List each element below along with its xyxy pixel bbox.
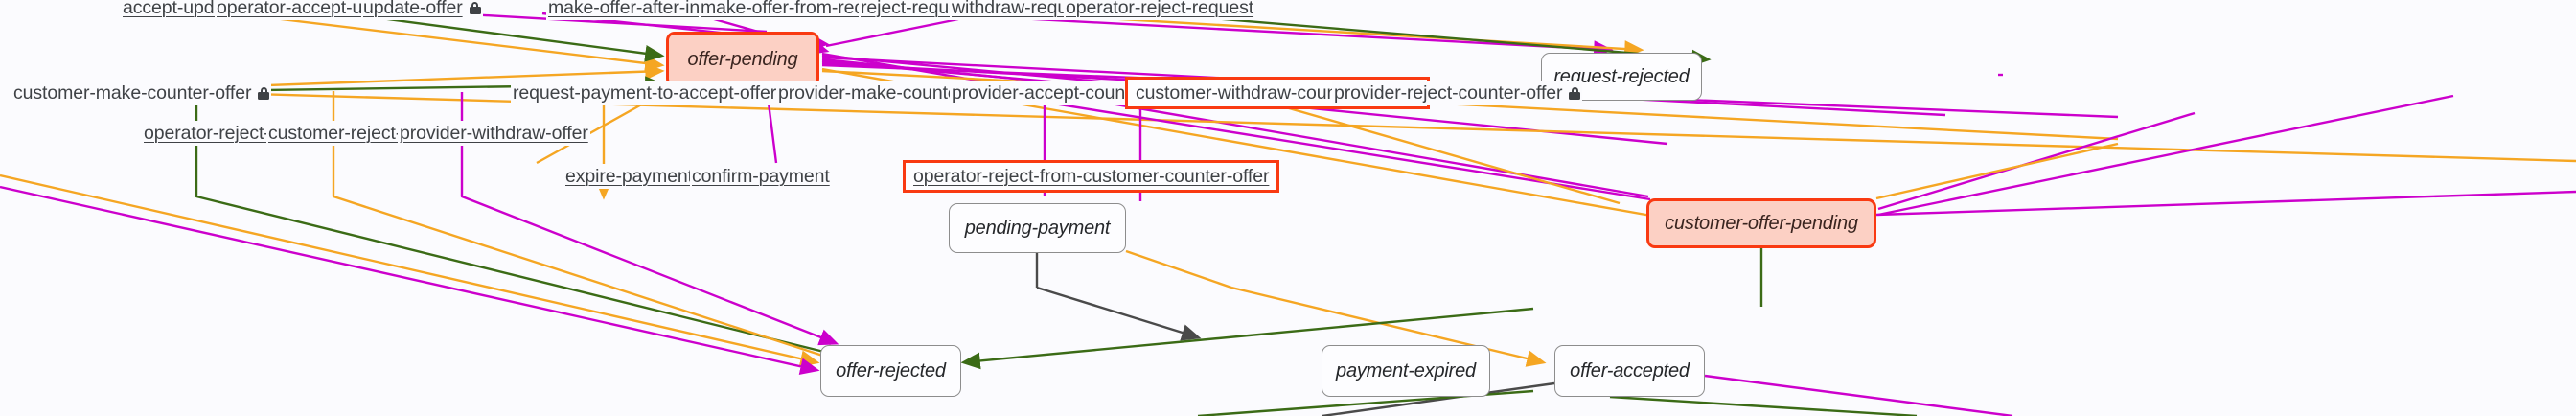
edge-label-text: make-offer-from-request xyxy=(701,0,900,18)
edge-expire-payment xyxy=(1036,286,1202,341)
edge-label-text: update-offer xyxy=(363,0,463,18)
edge-long-orange-rejected xyxy=(0,173,820,367)
edge-label-expire-payment[interactable]: expire-payment xyxy=(564,164,695,189)
edge-label-operator-reject-request[interactable]: operator-reject-request xyxy=(1064,0,1256,20)
edge-prco-2 xyxy=(1877,111,2196,211)
node-label: offer-pending xyxy=(687,48,798,70)
lock-icon xyxy=(469,1,481,14)
node-label: customer-offer-pending xyxy=(1665,212,1858,234)
edge-label-confirm-payment[interactable]: confirm-payment xyxy=(690,164,832,189)
edge-confirm-payment-stub xyxy=(1125,249,1232,289)
edge-label-reject-request[interactable]: reject-request xyxy=(859,0,976,20)
edge-label-text: provider-reject-counter-offer xyxy=(1334,81,1563,104)
node-pending-payment[interactable]: pending-payment xyxy=(949,203,1126,253)
node-label: request-rejected xyxy=(1553,65,1690,87)
node-label: pending-payment xyxy=(964,217,1111,239)
edge-cop-magenta-right xyxy=(1875,190,2576,217)
edge-cop-orange-up xyxy=(1875,142,2119,200)
edge-label-text: make-offer-after-inquiry xyxy=(548,0,740,18)
edge-long-magenta-rejected xyxy=(0,185,820,375)
lock-icon xyxy=(258,86,270,100)
edge-oa-magenta-down xyxy=(1704,374,2013,416)
node-payment-expired[interactable]: payment-expired xyxy=(1322,345,1490,397)
edge-label-text: provider-withdraw-offer xyxy=(400,122,588,144)
edge-label-provider-withdraw-offer[interactable]: provider-withdraw-offer xyxy=(398,121,590,146)
edge-label-text: operator-reject-from-customer-counter-of… xyxy=(913,165,1270,187)
edge-label-operator-reject-from-customer-counter-offer[interactable]: operator-reject-from-customer-counter-of… xyxy=(903,160,1280,193)
edge-label-text: request-payment-to-accept-offer xyxy=(513,81,777,104)
node-customer-offer-pending[interactable]: customer-offer-pending xyxy=(1646,198,1876,248)
edge-provider-reject-counter-offer xyxy=(1877,94,2454,217)
node-label: offer-rejected xyxy=(836,359,946,381)
edge-fan-m8 xyxy=(825,17,959,48)
edge-label-accept-update[interactable]: accept-update xyxy=(121,0,242,20)
edge-label-provider-reject-counter-offer[interactable]: provider-reject-counter-offer xyxy=(1332,81,1583,105)
edge-oa-green-down xyxy=(1609,395,1918,416)
node-label: offer-accepted xyxy=(1570,359,1690,381)
edge-label-customer-make-counter-offer[interactable]: customer-make-counter-offer xyxy=(12,81,272,105)
edge-label-withdraw-request[interactable]: withdraw-request xyxy=(950,0,1094,20)
edge-label-text: operator-reject-offer xyxy=(144,122,307,144)
edge-label-text: customer-make-counter-offer xyxy=(13,81,252,104)
edge-label-text: confirm-payment xyxy=(692,165,830,187)
lock-icon xyxy=(1569,86,1581,100)
edge-label-text: operator-accept-update xyxy=(217,0,409,18)
edge-label-text: customer-reject-offer xyxy=(268,122,439,144)
edge-customer-withdraw-counter-offer xyxy=(1245,94,1621,205)
edge-label-text: reject-request xyxy=(861,0,974,18)
edge-label-text: expire-payment xyxy=(565,165,693,187)
node-offer-accepted[interactable]: offer-accepted xyxy=(1554,345,1705,397)
edge-label-request-payment-to-accept-offer[interactable]: request-payment-to-accept-offer xyxy=(511,81,779,105)
node-label: payment-expired xyxy=(1336,359,1476,381)
node-offer-pending[interactable]: offer-pending xyxy=(666,32,819,87)
edge-label-update-offer[interactable]: update-offer xyxy=(361,0,483,20)
edge-label-text: accept-update xyxy=(123,0,241,18)
node-offer-rejected[interactable]: offer-rejected xyxy=(820,345,961,397)
edge-label-text: operator-reject-request xyxy=(1066,0,1254,18)
edge-label-text: withdraw-request xyxy=(952,0,1092,18)
